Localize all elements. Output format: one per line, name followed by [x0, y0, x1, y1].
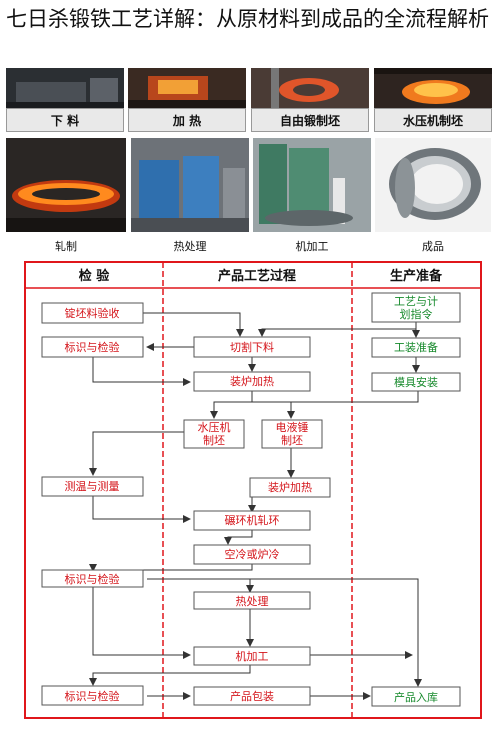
label-furnace-heating-1: 装炉加热 — [230, 375, 274, 388]
caption-heating: 加 热 — [172, 114, 202, 128]
photo-press-forging: 水压机制坯 — [374, 68, 492, 132]
label-mark-inspect-1: 标识与检验 — [65, 340, 120, 354]
node-heat-treatment — [193, 591, 311, 610]
heating-image — [128, 68, 246, 108]
node-ring-rolling — [193, 510, 311, 531]
label-furnace-heating-2: 装炉加热 — [268, 481, 312, 494]
column-header-preparation: 生产准备 — [390, 268, 443, 284]
node-cooling — [193, 544, 311, 565]
node-cutting — [193, 336, 311, 358]
flowchart-frame — [24, 261, 482, 719]
label-ingot-accept: 锭坯料验收 — [65, 306, 120, 320]
blanking-image — [6, 68, 124, 108]
photo-machining — [253, 138, 371, 232]
node-furnace-heating-1 — [193, 371, 311, 392]
free-forging-image — [251, 68, 369, 108]
photo-rolling — [6, 138, 126, 232]
label-packaging: 产品包装 — [230, 689, 274, 703]
label-press-forging-2: 制坯 — [203, 434, 225, 447]
label-press-forging-1: 水压机 — [198, 420, 231, 434]
column-header-process: 产品工艺过程 — [218, 268, 296, 284]
photo-finished-product — [375, 138, 491, 232]
label-hammer-forging-2: 制坯 — [281, 434, 303, 447]
caption-blanking: 下 料 — [50, 114, 80, 128]
caption-press-forging: 水压机制坯 — [402, 114, 463, 128]
caption-machining: 机加工 — [295, 240, 329, 253]
label-machining: 机加工 — [236, 649, 269, 663]
label-process-plan-1: 工艺与计 — [394, 295, 438, 308]
node-tooling-prep — [371, 337, 461, 358]
label-warehousing: 产品入库 — [394, 690, 438, 704]
label-die-install: 模具安装 — [394, 375, 438, 389]
node-packaging — [193, 686, 311, 706]
node-furnace-heating-2 — [249, 477, 331, 498]
node-process-plan — [371, 292, 461, 323]
label-heat-treatment: 热处理 — [236, 595, 269, 608]
label-tooling-prep: 工装准备 — [394, 340, 438, 354]
photo-blanking: 下 料 — [6, 68, 124, 132]
caption-heat-treatment: 热处理 — [173, 240, 207, 253]
node-mark-inspect-1 — [41, 336, 144, 358]
node-warehousing — [371, 686, 461, 707]
label-temperature-measure: 测温与测量 — [65, 480, 120, 493]
label-process-plan-2: 划指令 — [400, 307, 433, 321]
node-mark-inspect-3 — [41, 685, 144, 706]
column-header-inspection: 检 验 — [79, 268, 111, 284]
node-die-install — [371, 372, 461, 392]
photo-free-forging: 自由锻制坯 — [251, 68, 369, 132]
press-forging-image — [374, 68, 492, 108]
label-mark-inspect-2: 标识与检验 — [65, 572, 120, 586]
caption-rolling: 轧制 — [55, 240, 77, 253]
node-ingot-accept — [41, 302, 144, 324]
label-hammer-forging-1: 电液锤 — [276, 420, 309, 434]
label-cutting: 切割下料 — [230, 340, 274, 354]
caption-finished-product: 成品 — [422, 240, 444, 253]
label-ring-rolling: 碾环机轧环 — [225, 513, 280, 527]
node-mark-inspect-2 — [41, 569, 144, 588]
node-temperature-measure — [41, 476, 144, 497]
node-press-forging — [183, 419, 245, 449]
label-cooling: 空冷或炉冷 — [225, 547, 280, 561]
page-title: 七日杀锻铁工艺详解：从原材料到成品的全流程解析 — [6, 7, 489, 31]
label-mark-inspect-3: 标识与检验 — [65, 689, 120, 703]
photo-heat-treatment — [131, 138, 249, 232]
node-machining — [193, 646, 311, 666]
photo-heating: 加 热 — [128, 68, 246, 132]
node-hammer-forging — [261, 419, 323, 449]
caption-free-forging: 自由锻制坯 — [279, 114, 340, 128]
